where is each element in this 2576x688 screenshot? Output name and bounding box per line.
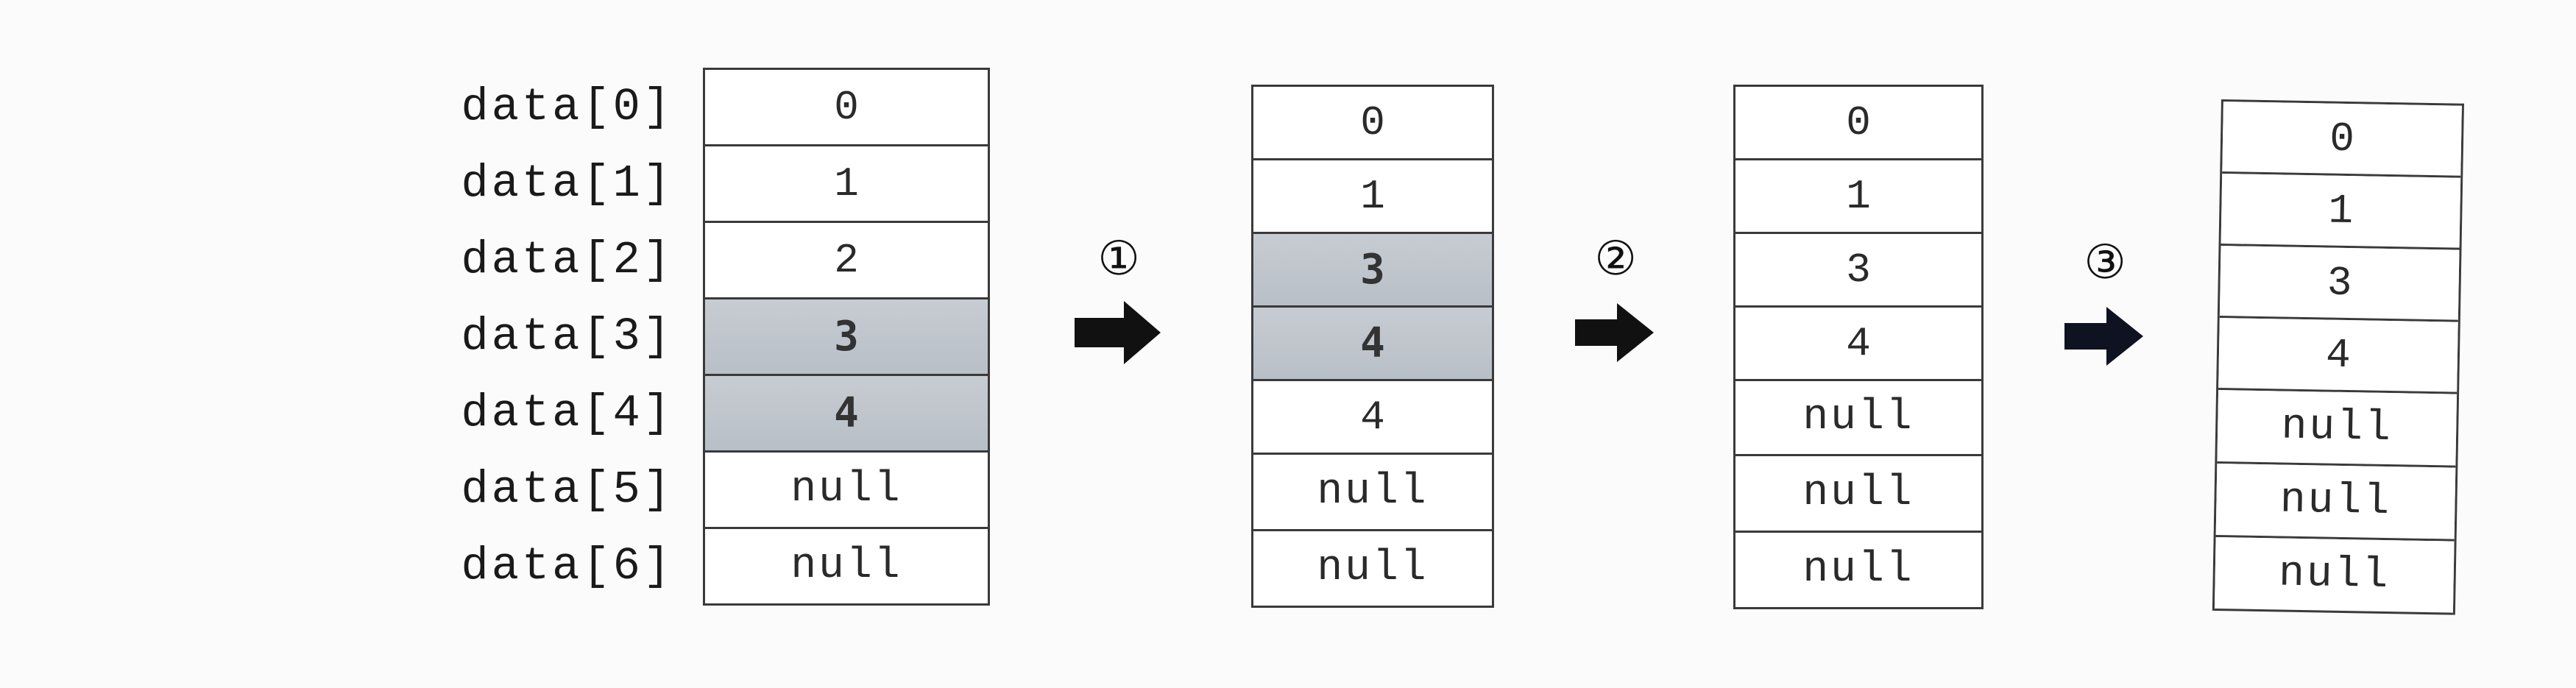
array-cell: 1: [1735, 160, 1981, 234]
array-cell: null: [705, 453, 988, 529]
array-after-step-1: 0 1 3 4 4 null null: [1251, 85, 1494, 608]
array-cell: 1: [705, 146, 988, 223]
right-arrow-icon: [1575, 303, 1654, 362]
step-3: ③: [2061, 235, 2149, 369]
array-cell: null: [1735, 381, 1981, 456]
array-cell: 4: [1735, 308, 1981, 381]
array-cell: 2: [705, 223, 988, 299]
step-number: ③: [2084, 235, 2126, 290]
index-label-6: data[6]: [461, 540, 673, 592]
array-initial: 0 1 2 3 4 null null: [703, 68, 990, 606]
step-1: ①: [1071, 232, 1167, 366]
index-label-0: data[0]: [461, 81, 673, 133]
index-label-1: data[1]: [461, 157, 673, 210]
array-cell: null: [2217, 389, 2458, 468]
array-cell-highlighted: 3: [705, 299, 988, 376]
right-arrow-icon: [1075, 301, 1161, 364]
index-label-2: data[2]: [461, 234, 673, 286]
array-cell: 1: [2221, 174, 2461, 250]
array-cell: 0: [2222, 102, 2462, 178]
array-cell: null: [1735, 533, 1981, 609]
index-label-3: data[3]: [461, 311, 673, 363]
array-cell: null: [2214, 536, 2455, 615]
array-cell: null: [1735, 456, 1981, 533]
array-cell: 3: [1735, 234, 1981, 308]
array-cell: 1: [1253, 160, 1492, 234]
index-label-4: data[4]: [461, 387, 673, 439]
array-cell: null: [1253, 455, 1492, 531]
array-cell: 3: [2219, 246, 2460, 322]
right-arrow-icon: [2064, 307, 2143, 366]
array-after-step-3: 0 1 3 4 null null null: [2212, 99, 2464, 615]
array-cell: null: [2215, 463, 2456, 542]
step-number: ①: [1097, 232, 1140, 286]
array-cell: 4: [2218, 318, 2458, 394]
array-cell: 0: [1253, 87, 1492, 160]
array-cell: 4: [1253, 381, 1492, 455]
step-number: ②: [1594, 232, 1637, 286]
array-cell: null: [705, 529, 988, 606]
array-cell-highlighted: 3: [1253, 234, 1492, 308]
index-label-5: data[5]: [461, 464, 673, 516]
array-after-step-2: 0 1 3 4 null null null: [1733, 85, 1984, 609]
array-cell: 0: [1735, 87, 1981, 160]
step-2: ②: [1571, 232, 1660, 366]
array-cell: 0: [705, 70, 988, 146]
array-cell-highlighted: 4: [1253, 308, 1492, 381]
array-cell-highlighted: 4: [705, 376, 988, 453]
array-cell: null: [1253, 531, 1492, 608]
